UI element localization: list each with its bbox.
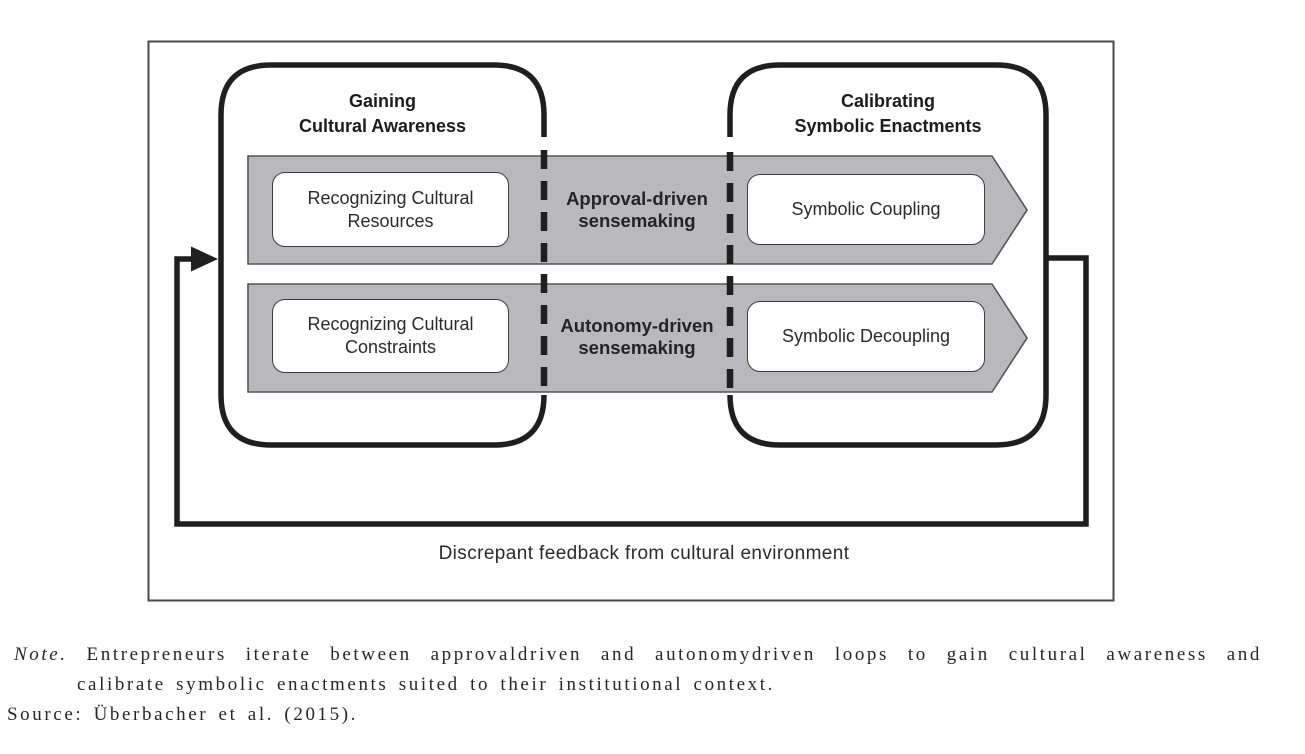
note-line1: Note. Entrepreneurs iterate between appr…: [14, 640, 1262, 670]
recognizing-cultural-resources-box: Recognizing Cultural Resources: [272, 172, 509, 247]
recognizing-cultural-resources-label: Recognizing Cultural Resources: [307, 187, 474, 231]
note-source: Source: Überbacher et al. (2015).: [7, 704, 359, 725]
left-loop-title-line2: Cultural Awareness: [298, 116, 467, 136]
figure-note: Note. Entrepreneurs iterate between appr…: [7, 640, 1269, 730]
autonomy-driven-line2: sensemaking: [578, 337, 696, 358]
figure-frame: [147, 40, 1115, 602]
recognizing-cultural-constraints-label: Recognizing Cultural Constraints: [307, 314, 474, 357]
feedback-loop-line: [174, 255, 1089, 527]
feedback-arrowhead-icon: [191, 246, 218, 272]
left-loop-title-line1: Gaining: [349, 91, 416, 111]
approval-driven-line2: sensemaking: [578, 210, 696, 231]
approval-driven-line1: Approval-driven: [566, 188, 708, 209]
right-loop-title: Calibrating Symbolic Enactments: [730, 89, 1046, 139]
recognizing-cultural-constraints-box: Recognizing Cultural Constraints: [272, 299, 509, 373]
symbolic-decoupling-box: Symbolic Decoupling: [747, 301, 985, 372]
right-loop-title-line1: Calibrating: [840, 91, 935, 111]
autonomy-driven-sensemaking-label: Autonomy-driven sensemaking: [544, 315, 730, 359]
autonomy-driven-line1: Autonomy-driven: [560, 315, 714, 336]
calibrating-symbolic-enactments-outline: [727, 62, 1049, 448]
symbolic-coupling-label: Symbolic Coupling: [791, 199, 941, 219]
note-line2: calibrate symbolic enactments suited to …: [77, 674, 776, 695]
symbolic-decoupling-label: Symbolic Decoupling: [781, 326, 951, 346]
note-label: Note.: [14, 644, 68, 665]
right-loop-title-line2: Symbolic Enactments: [794, 116, 982, 136]
approval-driven-sensemaking-label: Approval-driven sensemaking: [544, 188, 730, 232]
note-body-line1: Entrepreneurs iterate between approvaldr…: [86, 644, 1262, 665]
left-loop-title: Gaining Cultural Awareness: [221, 89, 544, 139]
gaining-cultural-awareness-outline: [218, 62, 547, 448]
symbolic-coupling-box: Symbolic Coupling: [747, 174, 985, 245]
feedback-caption: Discrepant feedback from cultural enviro…: [438, 543, 850, 564]
